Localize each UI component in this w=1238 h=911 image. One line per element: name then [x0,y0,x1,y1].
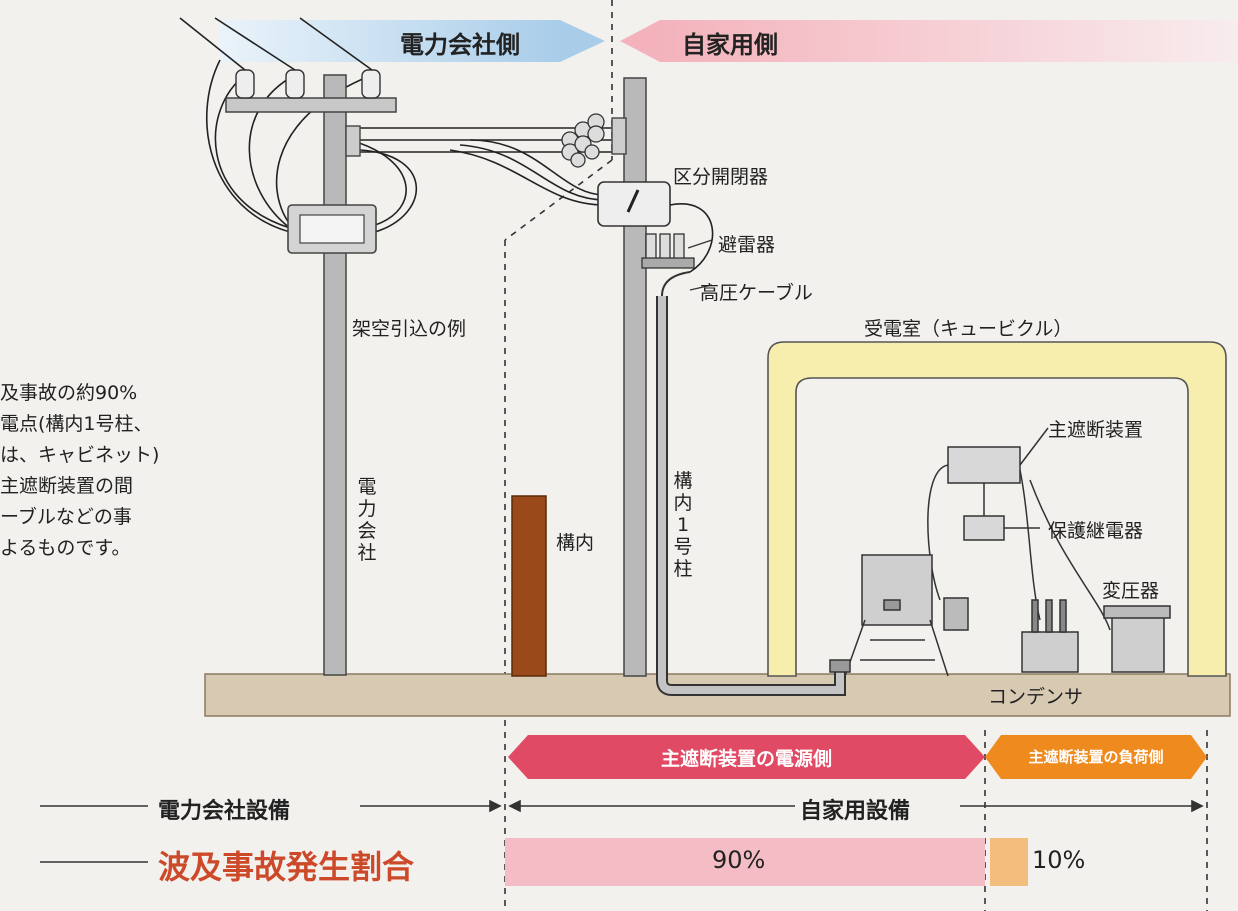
banner-utility-side [220,20,605,62]
load-side-arrow [985,735,1207,779]
load-side-label: 主遮断装置の負荷側 [1028,748,1164,766]
pct-load: 10% [1032,846,1086,874]
label-section-switch: 区分開閉器 [673,166,769,188]
ratio-bar-load [990,838,1028,886]
premises-post [511,495,547,677]
banner-private-label: 自家用側 [682,31,778,59]
private-equipment-label: 自家用設備 [800,799,911,824]
banner-utility-label: 電力会社側 [400,31,520,59]
label-main-breaker: 主遮断装置 [1048,419,1144,441]
accident-ratio-label: 波及事故発生割合 [158,848,415,886]
pct-source: 90% [712,846,766,874]
label-pole-example: 架空引込の例 [352,318,467,340]
section-switch [597,181,714,273]
side-text-line: 電点(構内1号柱、 [0,413,153,435]
lightning-arrester [641,233,713,269]
side-text-line: 及事故の約90% [0,382,138,404]
utility-pole [225,69,397,676]
label-utility-pole-vertical: 電力会社 [357,476,377,564]
side-paragraph: 及事故の約90% 電点(構内1号柱、 は、キャビネット) 主遮断装置の間 ーブル… [0,378,215,564]
label-capacitor: コンデンサ [988,686,1084,708]
side-text-line: は、キャビネット) [0,444,160,466]
label-protective-relay: 保護継電器 [1048,520,1144,542]
label-premises-pole-vertical: 構内1号柱 [673,470,693,580]
label-premises: 構内 [556,532,595,554]
source-side-arrow [508,735,985,779]
ratio-bar-source [505,838,985,886]
legend-lines [40,799,1204,863]
side-text-line: よるものです。 [0,537,131,559]
cubicle-equipment [829,427,1171,677]
side-text-line: ーブルなどの事 [0,506,132,528]
label-cubicle: 受電室（キュービクル） [864,318,1073,340]
utility-equipment-label: 電力会社設備 [158,799,291,824]
source-side-label: 主遮断装置の電源側 [660,748,832,770]
label-lightning-arrester: 避雷器 [718,234,776,256]
label-hv-cable: 高圧ケーブル [700,282,813,304]
cubicle [767,341,1227,677]
side-text-line: 主遮断装置の間 [0,475,134,497]
hv-cable [656,271,846,696]
leader-line [689,284,713,291]
banner-private-side [620,20,1238,62]
premises-pole [561,77,647,677]
label-transformer: 変圧器 [1102,580,1160,602]
